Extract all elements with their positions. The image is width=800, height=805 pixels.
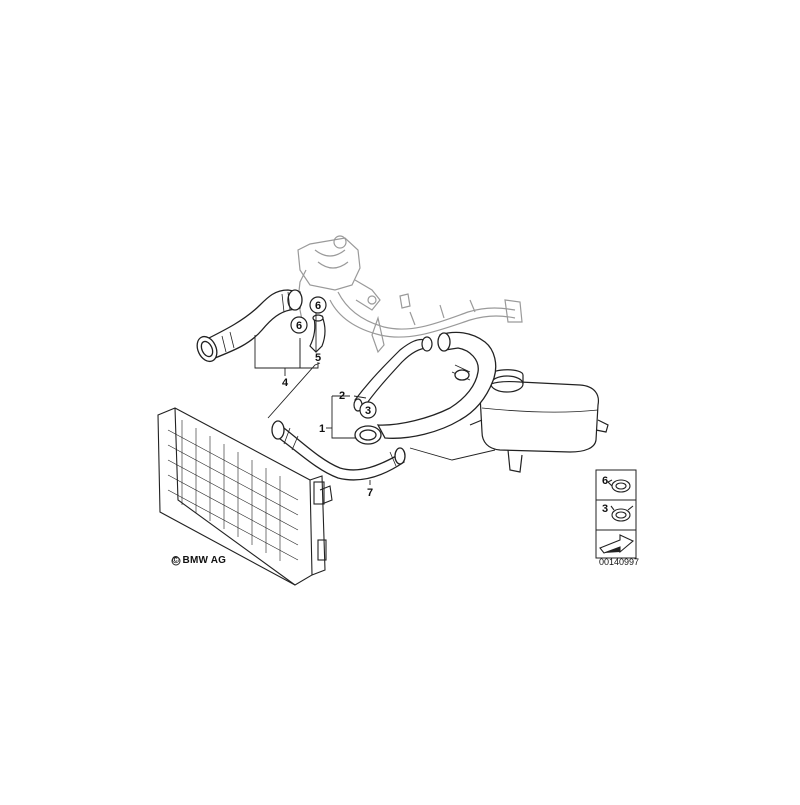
leader-lines [254,313,496,485]
radiator [157,407,333,586]
copyright-text: © BMW AG [172,555,227,566]
callout-1-label: 1 [319,423,325,435]
callout-6-upper-label: 6 [315,300,321,312]
hose-7 [271,420,406,481]
callout-6-lower-label: 6 [296,320,302,332]
callout-3: 3 [359,401,377,419]
hose-clamp-icon [607,479,631,493]
document-number: 00140997 [599,557,640,567]
spring-clamp-icon [610,505,634,522]
legend-item-3-number: 3 [602,503,608,515]
callout-6-lower: 6 [290,316,308,334]
callout-4-label: 4 [282,377,289,389]
callout-2-label: 2 [339,390,345,402]
hose-5 [309,314,326,353]
parts-legend: 6 3 [595,469,637,559]
direction-arrow-icon [599,534,635,554]
expansion-tank [469,369,609,473]
hose-4 [196,289,303,363]
callout-7-label: 7 [367,487,373,499]
hose-1 [354,331,497,445]
legend-item-6-number: 6 [602,475,608,487]
callout-3-label: 3 [365,405,371,417]
copyright-circle-icon [171,556,181,566]
callout-5-label: 5 [315,352,321,364]
engine-pipework-ghost [297,235,523,354]
hose-2 [353,336,433,412]
callout-6-upper: 6 [309,296,327,314]
